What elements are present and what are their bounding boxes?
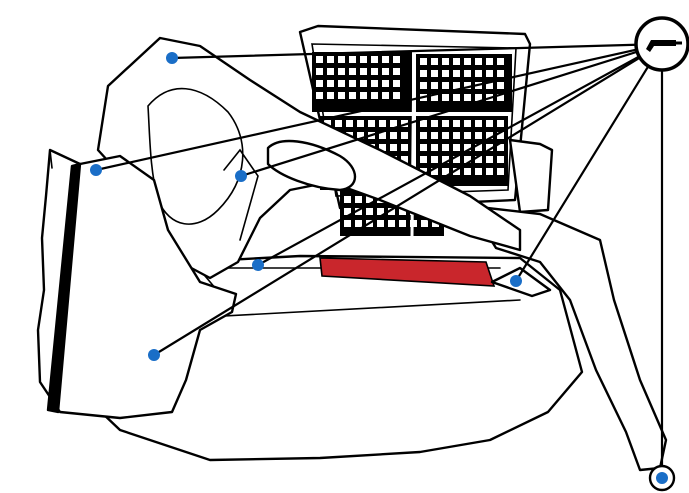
leader-line [170,42,664,60]
lube-points [90,52,676,492]
lube-point [148,349,160,361]
lube-point [252,259,264,271]
highlight-strip [319,257,496,287]
lube-point [235,170,247,182]
leader-line [514,42,664,283]
lube-point [90,164,102,176]
leader-line [94,42,664,172]
grease-gun-icon [634,16,689,72]
leader-line [239,42,664,178]
lube-point [656,472,668,484]
leader-line [152,42,664,357]
lube-point [510,275,522,287]
bucket [36,148,238,420]
left-lift-arm [96,36,522,280]
lube-point [166,52,178,64]
leader-line [256,42,664,267]
leader-lines [94,42,664,480]
